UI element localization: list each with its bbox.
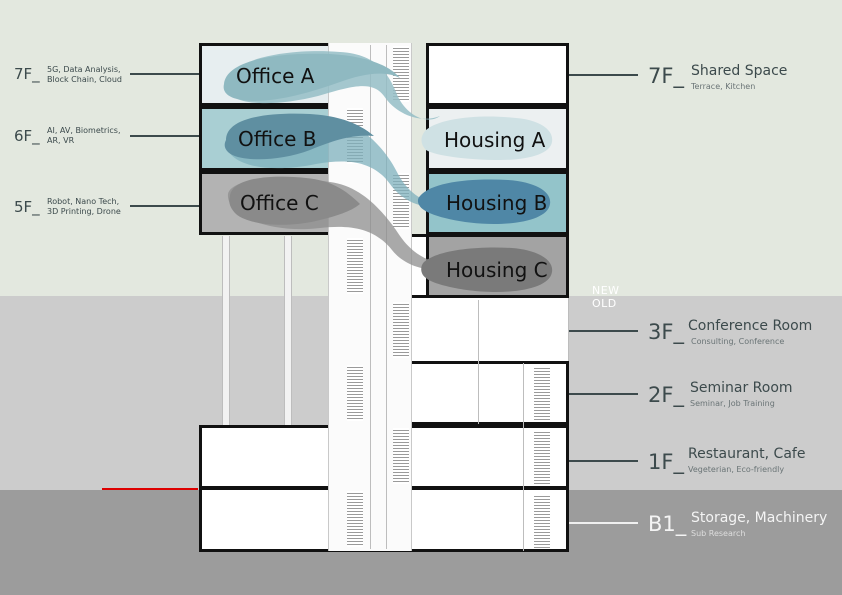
right-leader-b1 [569, 522, 638, 524]
wall-line [386, 45, 387, 549]
right-floor-7f: 7F_ [648, 64, 684, 88]
right-floor-b1: B1_ [648, 512, 687, 536]
stair [347, 238, 363, 294]
support-column [284, 236, 292, 426]
stair [534, 430, 550, 484]
right-leader-3f [569, 330, 638, 332]
office-c-label: Office C [240, 191, 319, 215]
right-name-7f: Shared Space [691, 63, 788, 79]
wall-line [523, 363, 524, 551]
right-sub-b1: Sub Research [691, 529, 746, 538]
stair [347, 491, 363, 547]
housing-a-label: Housing A [444, 128, 546, 152]
right-name-3f: Conference Room [688, 318, 813, 334]
right-floor-2f: 2F_ [648, 383, 684, 407]
right-floor-3f: 3F_ [648, 320, 684, 344]
right-floor-1f: 1F_ [648, 450, 684, 474]
right-name-b1: Storage, Machinery [691, 510, 828, 526]
wall-line [478, 300, 479, 424]
stair [347, 365, 363, 421]
office-a-label: Office A [236, 64, 315, 88]
new-label: NEW [592, 284, 620, 297]
left-floor-6f: 6F_ [14, 127, 40, 145]
left-tags-7f: 5G, Data Analysis, Block Chain, Cloud [47, 65, 122, 85]
left-floor-7f: 7F_ [14, 65, 40, 83]
housing-c-label: Housing C [446, 258, 548, 282]
left-tags-6f: AI, AV, Biometrics, AR, VR [47, 126, 121, 146]
left-tag-line: Block Chain, Cloud [47, 75, 122, 84]
left-leader-6f [130, 135, 199, 137]
right-name-2f: Seminar Room [690, 380, 793, 396]
right-sub-7f: Terrace, Kitchen [691, 82, 756, 91]
housing-b-label: Housing B [446, 191, 548, 215]
left-leader-7f [130, 73, 199, 75]
old-label: OLD [592, 297, 617, 310]
left-tag-line: Robot, Nano Tech, [47, 197, 120, 206]
ground-line [102, 488, 198, 490]
right-sub-1f: Vegeterian, Eco-friendly [688, 465, 785, 474]
stair [393, 302, 409, 358]
right-leader-2f [569, 393, 638, 395]
office-b-label: Office B [238, 127, 317, 151]
stair [534, 494, 550, 548]
stair [534, 366, 550, 420]
room-shared-space-7f [426, 43, 569, 106]
new-old-divider-label: NEW OLD [592, 284, 620, 310]
left-tag-line: AI, AV, Biometrics, [47, 126, 121, 135]
right-name-1f: Restaurant, Cafe [688, 446, 806, 462]
stair [393, 46, 409, 102]
left-tags-5f: Robot, Nano Tech, 3D Printing, Drone [47, 197, 121, 217]
left-tag-line: AR, VR [47, 136, 75, 145]
left-tag-line: 5G, Data Analysis, [47, 65, 121, 74]
left-floor-5f: 5F_ [14, 198, 40, 216]
wall-line [370, 45, 371, 549]
right-sub-2f: Seminar, Job Training [690, 399, 775, 408]
support-column [222, 236, 230, 426]
left-leader-5f [130, 205, 199, 207]
stair [393, 428, 409, 484]
right-leader-1f [569, 460, 638, 462]
right-sub-3f: Consulting, Conference [691, 337, 785, 346]
right-leader-7f [569, 74, 638, 76]
left-tag-line: 3D Printing, Drone [47, 207, 121, 216]
